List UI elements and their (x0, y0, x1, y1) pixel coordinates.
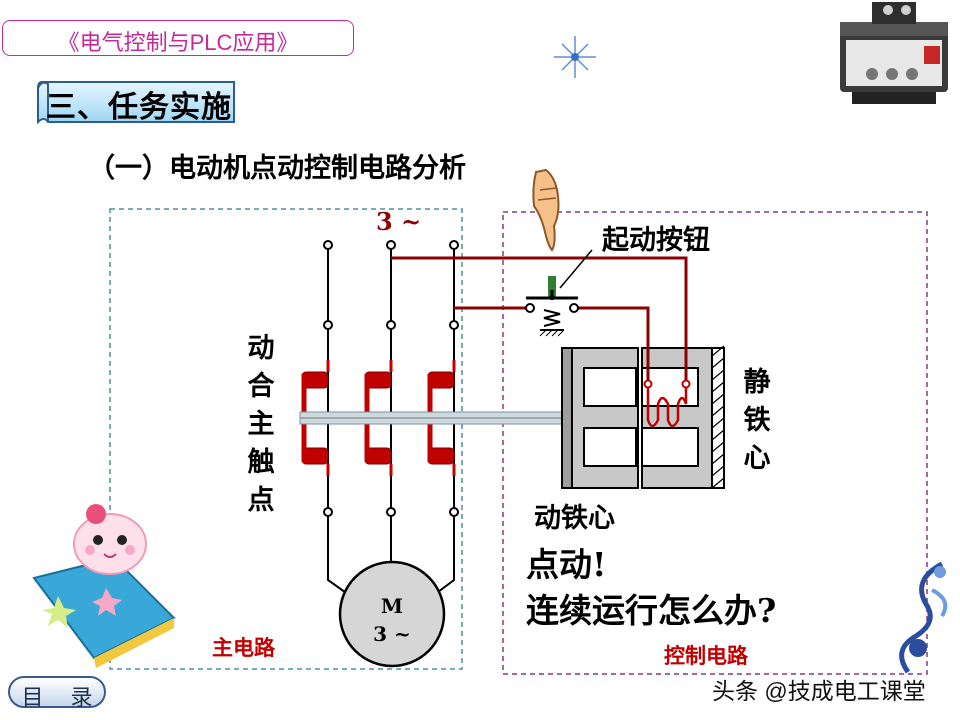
mascot-image (32, 504, 176, 668)
label-char: 心 (743, 443, 771, 474)
question-text: 连续运行怎么办? (526, 591, 777, 630)
swirl-ornament (899, 561, 948, 674)
start-push-button (525, 249, 593, 337)
moving-core-label: 动铁心 (534, 503, 615, 534)
toc-button[interactable]: 目 录 (8, 676, 106, 711)
watermark: 头条 @技成电工课堂 (712, 678, 926, 704)
thermal-relay-image (840, 2, 948, 104)
label-char: 动 (247, 333, 275, 364)
pointing-hand-icon (532, 168, 560, 252)
course-title-box: 《电气控制与PLC应用》 (2, 20, 354, 56)
moving-contacts-label: 动 合 主 触 点 (246, 330, 276, 520)
label-char: 触 (247, 447, 275, 478)
subtitle: （一）电动机点动控制电路分析 (88, 153, 466, 184)
course-title: 《电气控制与PLC应用》 (57, 30, 299, 55)
section-scroll-banner (37, 81, 235, 125)
control-circuit-box (502, 211, 928, 675)
main-circuit-label: 主电路 (212, 635, 275, 660)
control-circuit-label: 控制电路 (664, 643, 748, 668)
jog-text: 点动! (526, 545, 607, 584)
static-core-label: 静 铁 心 (742, 364, 772, 478)
sparkle-icon (554, 36, 596, 78)
label-char: 点 (247, 485, 275, 516)
contactor-coil (646, 386, 688, 428)
label-char: 静 (743, 367, 771, 398)
electromagnet (561, 347, 725, 489)
start-button-label: 起动按钮 (602, 225, 710, 256)
section-title: 三、任务实施 (46, 90, 232, 125)
supply-label: 3 ~ (376, 207, 422, 236)
motor-phase: 3 ~ (373, 622, 411, 646)
main-circuit-box (109, 208, 463, 670)
label-char: 主 (247, 409, 275, 440)
motor-symbol: M (380, 594, 404, 618)
label-char: 铁 (743, 405, 771, 436)
toc-button-label: 目 录 (21, 686, 103, 711)
label-char: 合 (247, 371, 275, 402)
motor-circle (338, 560, 446, 668)
